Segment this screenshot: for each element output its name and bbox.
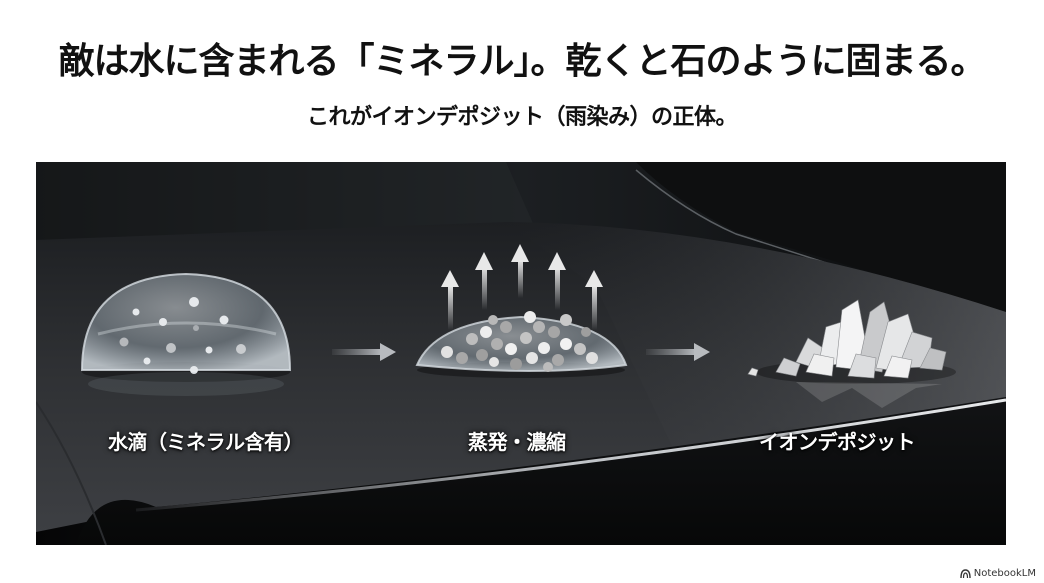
water-droplet-icon xyxy=(80,272,292,396)
watermark: NotebookLM xyxy=(960,568,1036,579)
right-arrow-icon-2 xyxy=(646,343,710,361)
mineral-crystals-icon xyxy=(747,299,956,408)
car-hood-surface-illustration xyxy=(36,162,1006,545)
stage-label-water-droplet: 水滴（ミネラル含有） xyxy=(108,430,304,454)
illustration-panel: 水滴（ミネラル含有） 蒸発・濃縮 イオンデポジット xyxy=(36,162,1006,545)
notebooklm-logo-icon xyxy=(960,569,971,578)
watermark-text: NotebookLM xyxy=(973,568,1036,579)
slide-subtitle: これがイオンデポジット（雨染み）の正体。 xyxy=(306,105,738,130)
stage-label-evaporation: 蒸発・濃縮 xyxy=(468,430,566,454)
evaporating-droplet-icon xyxy=(415,244,628,378)
slide-title: 敵は水に含まれる「ミネラル」。乾くと石のように固まる。 xyxy=(58,41,986,82)
right-arrow-icon-1 xyxy=(332,343,396,361)
stage-label-ion-deposit: イオンデポジット xyxy=(759,430,916,454)
